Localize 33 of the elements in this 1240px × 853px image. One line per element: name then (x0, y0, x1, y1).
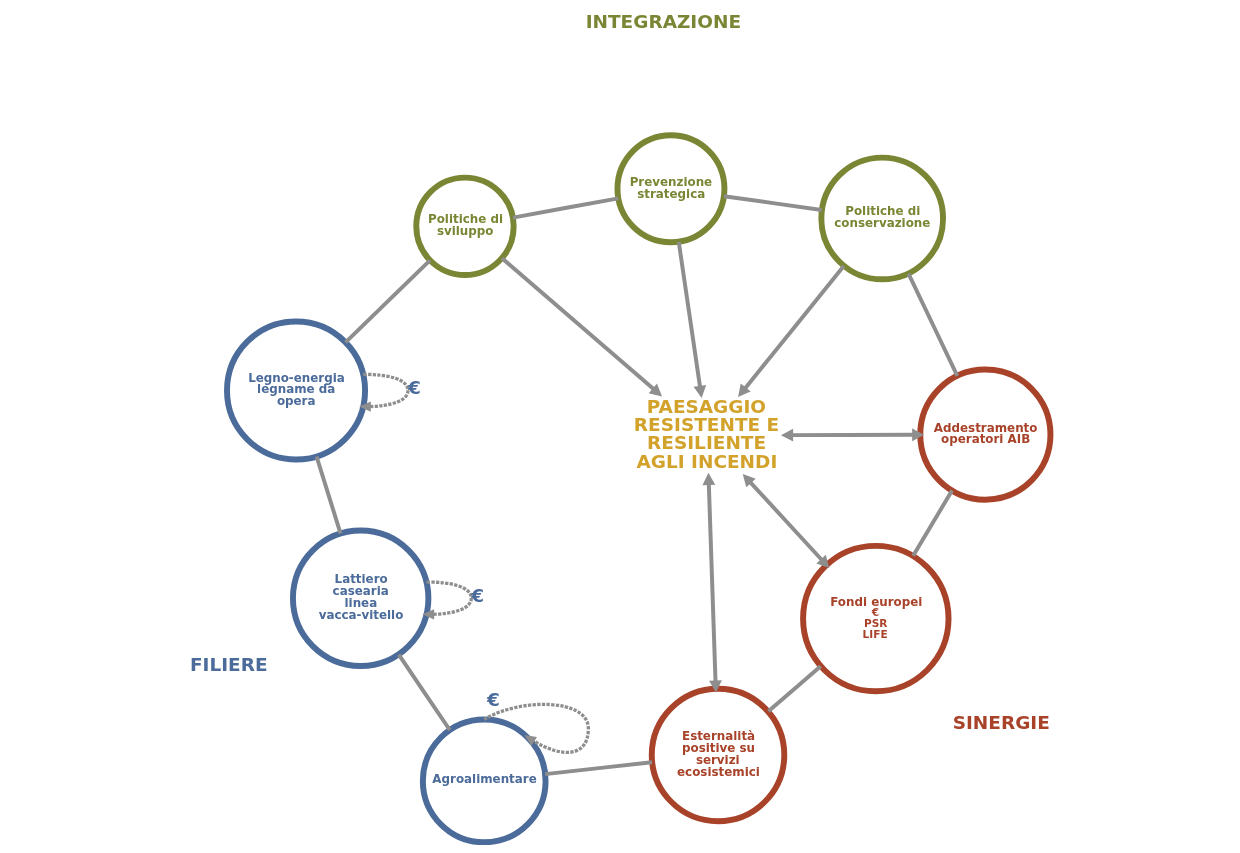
connector (396, 653, 451, 732)
node-circle: Legno-energia legname da opera (223, 318, 368, 463)
node-circle: Lattiero casearia linea vacca-vitello (289, 527, 431, 669)
arrow (676, 241, 706, 398)
edge-label: € (470, 585, 484, 607)
node-circle: Politiche di sviluppo (412, 174, 517, 278)
node-circle: Addestramento operatori AIB (916, 366, 1053, 503)
arrow (737, 264, 845, 398)
edge-label: € (486, 688, 500, 710)
connector (723, 194, 822, 212)
connector (512, 196, 619, 220)
edge-label: € (407, 377, 421, 399)
connector (314, 455, 342, 534)
label: SINERGIE (952, 712, 1050, 733)
node-circle: Fondi europei € PSR LIFE (799, 542, 951, 695)
connector (766, 664, 822, 713)
label: FILIERE (189, 653, 268, 675)
node-circle: Agroalimentare (419, 716, 549, 845)
arrow (358, 372, 410, 412)
arrow (742, 474, 829, 569)
connector (544, 760, 652, 777)
node-text: PAESAGGIO RESISTENTE E RESILIENTE AGLI INCENDI (633, 395, 779, 472)
arrow (780, 428, 924, 442)
arrow (701, 472, 722, 693)
label: INTEGRAZIONE (585, 10, 741, 32)
node-circle: Esternalità positive su servizi ecosistemici (648, 685, 787, 825)
arrow (421, 580, 473, 620)
arrow (500, 256, 662, 397)
node-circle: Politiche di conservazione (817, 154, 946, 283)
connector (910, 489, 954, 557)
connector (343, 259, 431, 344)
node-circle: Prevenzione strategica (614, 132, 727, 246)
connector (906, 272, 959, 377)
